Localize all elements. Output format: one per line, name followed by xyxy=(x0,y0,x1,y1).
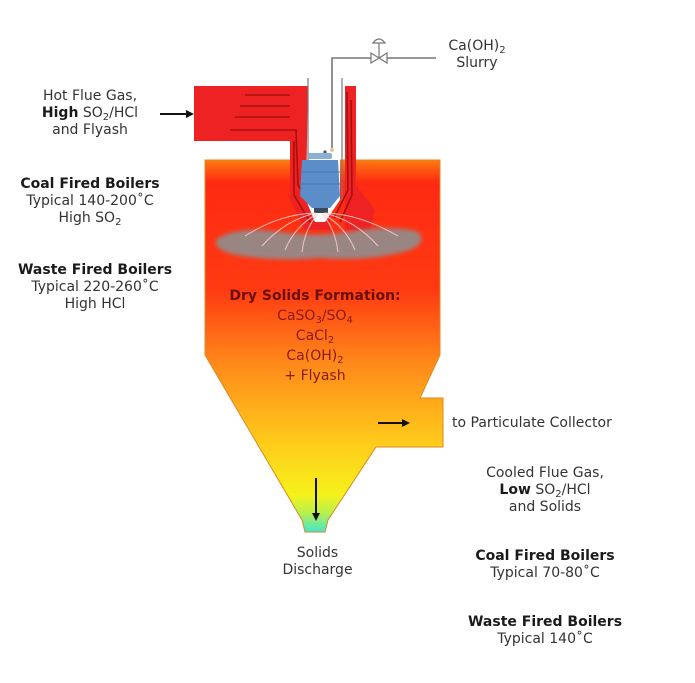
valve-icon xyxy=(370,38,388,65)
outlet-gas-label: Cooled Flue Gas, Low SO2/HCl and Solids xyxy=(486,465,604,515)
solids-discharge-label: Solids Discharge xyxy=(282,545,353,578)
inlet-gas-label: Hot Flue Gas, High SO2/HCl and Flyash xyxy=(41,88,139,138)
discharge-arrow-icon xyxy=(312,478,320,521)
atomizer-icon xyxy=(300,153,340,213)
outlet-arrow-icon xyxy=(378,419,410,427)
dry-solids-formation-label: Dry Solids Formation: CaSO3/SO4 CaCl2 Ca… xyxy=(229,288,401,384)
outlet-label: to Particulate Collector xyxy=(452,415,612,431)
slurry-pipe xyxy=(331,57,436,148)
inlet-waste-label: Waste Fired Boilers Typical 220-260˚C Hi… xyxy=(17,262,173,312)
inlet-arrow-icon xyxy=(160,110,194,118)
spray-cloud xyxy=(215,212,422,260)
outlet-waste-label: Waste Fired Boilers Typical 140˚C xyxy=(467,614,623,647)
outlet-coal-label: Coal Fired Boilers Typical 70-80˚C xyxy=(475,548,615,581)
slurry-label: Ca(OH)2 Slurry xyxy=(448,38,506,71)
inlet-coal-label: Coal Fired Boilers Typical 140-200˚C Hig… xyxy=(20,176,160,228)
